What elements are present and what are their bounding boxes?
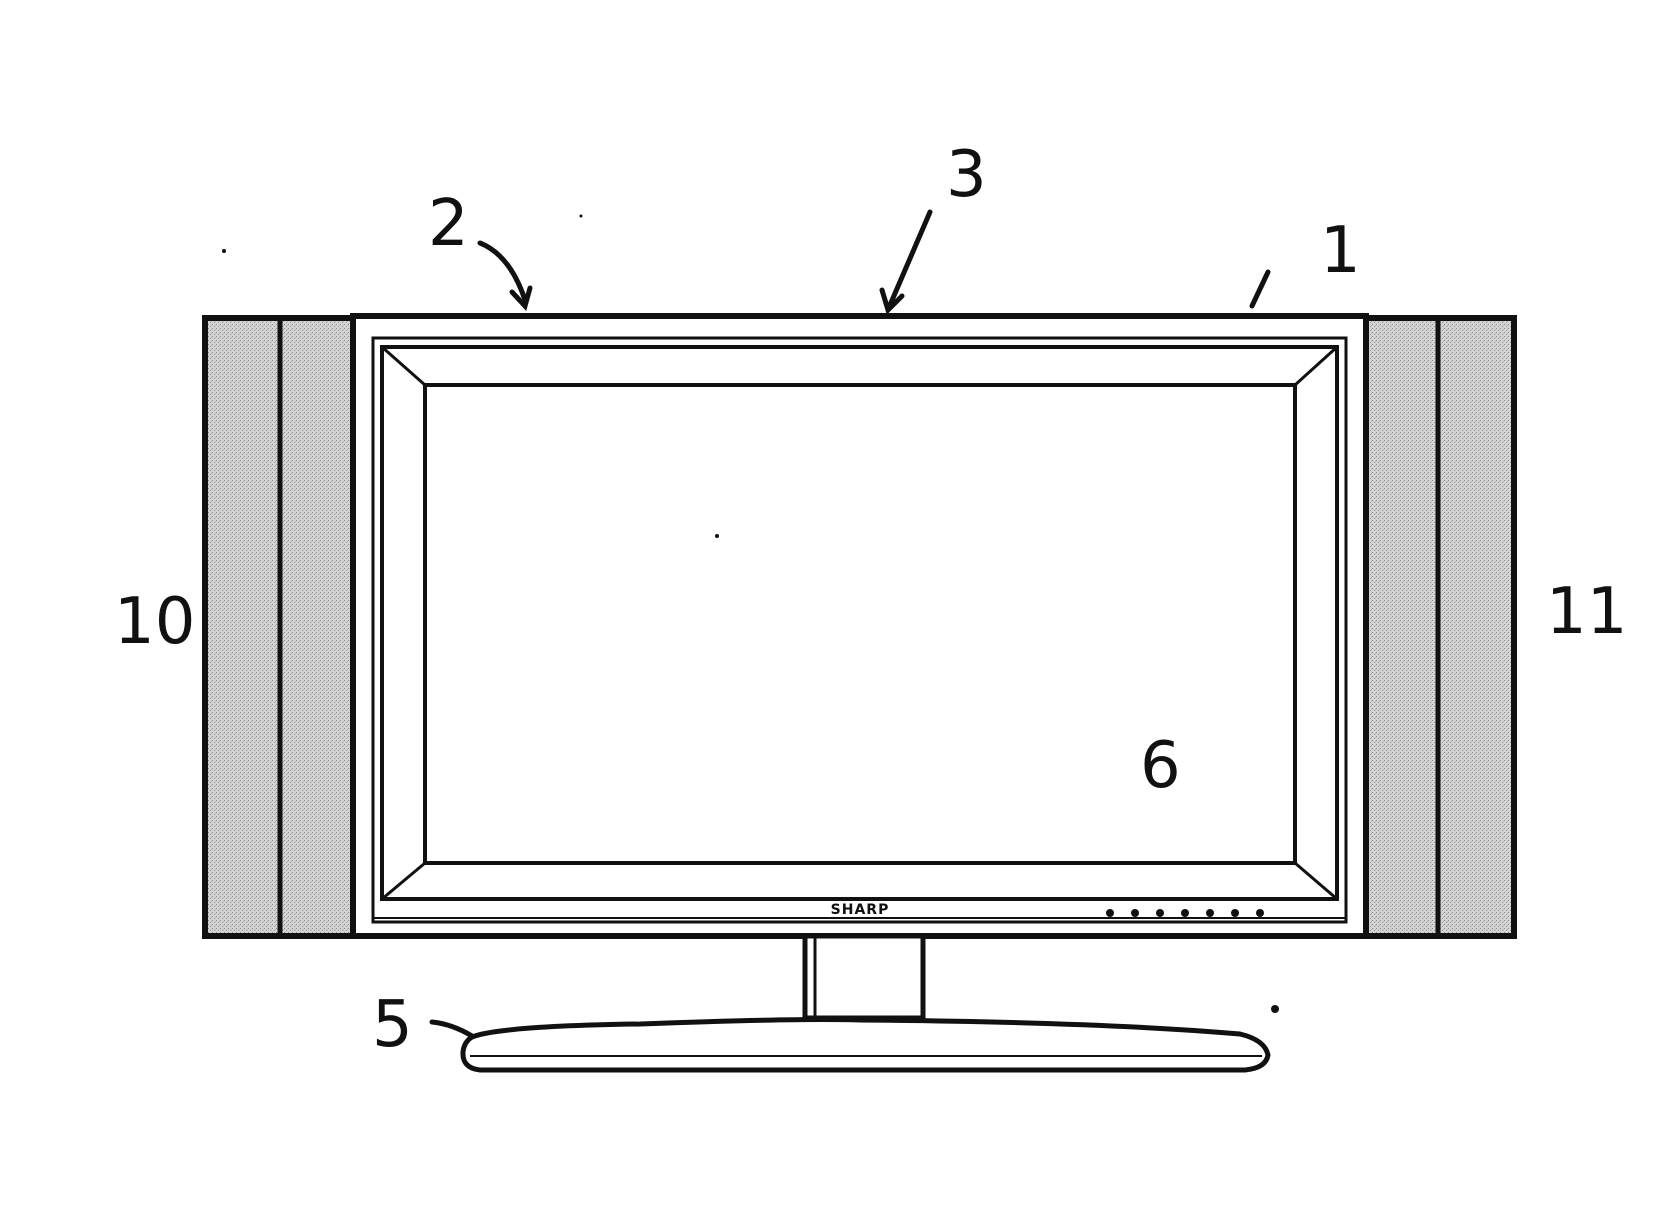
- numeral-10: 10: [114, 585, 195, 659]
- numeral-3: 3: [946, 138, 987, 212]
- numeral-5: 5: [372, 988, 413, 1062]
- left-speaker: [202, 315, 356, 939]
- numeral-2: 2: [428, 187, 469, 261]
- stand-base: [460, 1017, 1271, 1073]
- tv-body: [350, 313, 1369, 939]
- brand-logo: SHARP: [831, 902, 890, 918]
- numeral-6: 6: [1140, 729, 1181, 803]
- numeral-1: 1: [1320, 214, 1361, 288]
- right-speaker: [1363, 315, 1517, 939]
- control-buttons: [1106, 909, 1264, 917]
- numeral-11: 11: [1546, 575, 1627, 649]
- stand-neck: [802, 933, 926, 1021]
- leader-lines: [429, 209, 1271, 1039]
- screen: [423, 383, 1297, 865]
